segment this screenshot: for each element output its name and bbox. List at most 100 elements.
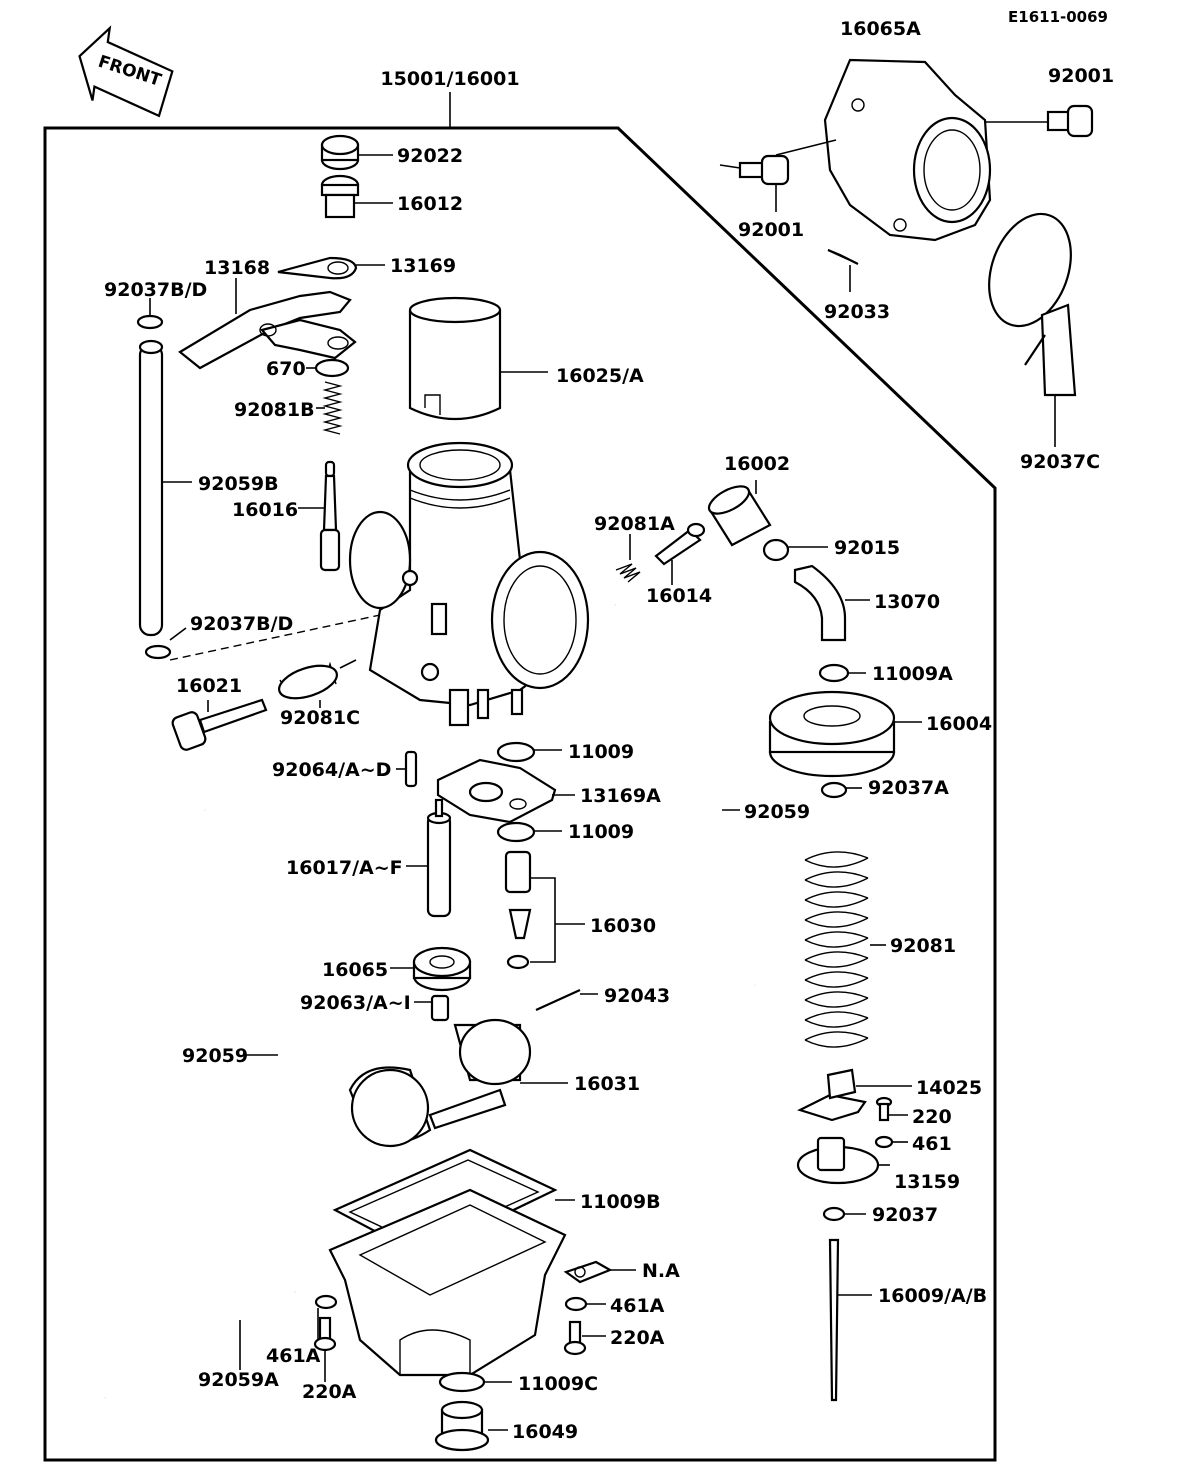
label-16030: 16030 — [590, 915, 656, 937]
label-92037C: 92037C — [1020, 451, 1100, 473]
label-92037A: 92037A — [868, 777, 949, 799]
washer-461a-right-drawing — [564, 1296, 606, 1312]
screw-220-drawing — [875, 1096, 908, 1122]
assembly-frame — [43, 92, 997, 1462]
tube-92059a-drawing — [100, 1285, 298, 1404]
holder-16065-drawing — [390, 946, 472, 992]
label-92037BD-bottom: 92037B/D — [190, 613, 293, 635]
label-461A-left: 461A — [266, 1345, 321, 1367]
label-92037BD-top: 92037B/D — [104, 279, 207, 301]
screw-220a-left-drawing — [313, 1316, 337, 1382]
label-92015: 92015 — [834, 537, 900, 559]
ring-92037bd-top-drawing — [136, 298, 164, 330]
label-220: 220 — [912, 1106, 952, 1128]
label-11009A: 11009A — [872, 663, 953, 685]
label-16014: 16014 — [646, 585, 712, 607]
adjuster-16012-drawing — [320, 174, 393, 219]
label-220A-left: 220A — [302, 1381, 357, 1403]
label-13169: 13169 — [390, 255, 456, 277]
label-13159: 13159 — [894, 1171, 960, 1193]
lever-13168-drawing — [178, 278, 357, 370]
washer-92015-drawing — [762, 538, 828, 562]
plug-16049-drawing — [434, 1400, 508, 1452]
label-14025: 14025 — [916, 1077, 982, 1099]
label-16009: 16009/A/B — [878, 1285, 987, 1307]
needle-16016-drawing — [298, 460, 341, 572]
needle-16009-drawing — [828, 1238, 872, 1402]
bolt-92001-top-drawing — [985, 104, 1094, 138]
float-16031-drawing — [348, 1018, 568, 1148]
label-16021: 16021 — [176, 675, 242, 697]
washer-11009a-drawing — [818, 663, 866, 683]
elbow-13070-drawing — [793, 564, 870, 642]
needle-valve-16030-drawing — [504, 850, 585, 970]
label-92043: 92043 — [604, 985, 670, 1007]
jet-92063-drawing — [414, 994, 450, 1022]
label-92081: 92081 — [890, 935, 956, 957]
label-13070: 13070 — [874, 591, 940, 613]
front-arrow-icon: FRONT — [78, 25, 174, 118]
tube-92059-right-drawing — [612, 602, 759, 986]
label-16002: 16002 — [724, 453, 790, 475]
label-92033: 92033 — [824, 301, 890, 323]
label-92001-top: 92001 — [1048, 65, 1114, 87]
washer-92037a-drawing — [820, 781, 862, 799]
holder-14025-drawing — [797, 1068, 912, 1122]
label-11009C: 11009C — [518, 1373, 598, 1395]
washer-461-drawing — [874, 1135, 908, 1149]
diagram-code: E1611-0069 — [1008, 8, 1108, 26]
label-13169A: 13169A — [580, 785, 661, 807]
tube-92059b-drawing — [138, 339, 192, 637]
label-16025A: 16025/A — [556, 365, 644, 387]
spring-92081c-drawing — [278, 659, 357, 708]
label-92063: 92063/A~I — [300, 992, 411, 1014]
washer-461a-left-drawing — [314, 1294, 338, 1345]
plate-13169-drawing — [277, 256, 385, 280]
oring-11009c-drawing — [438, 1371, 512, 1393]
label-16049: 16049 — [512, 1421, 578, 1443]
label-220A-right: 220A — [610, 1327, 665, 1349]
starter-16002-drawing — [707, 480, 772, 547]
oring-11009-top-drawing — [496, 741, 562, 763]
label-16004: 16004 — [926, 713, 992, 735]
ring-670-drawing — [306, 358, 350, 378]
screw-220a-right-drawing — [563, 1320, 606, 1356]
assembly-label: 15001/16001 — [380, 68, 519, 90]
carburetor-body-drawing — [348, 441, 590, 727]
label-92001-bolt: 92001 — [738, 219, 804, 241]
band-clamp-92037c-drawing — [988, 212, 1077, 447]
label-92059B: 92059B — [198, 473, 279, 495]
label-461A-right: 461A — [610, 1295, 665, 1317]
label-92081C: 92081C — [280, 707, 360, 729]
label-92022: 92022 — [397, 145, 463, 167]
label-16031: 16031 — [574, 1073, 640, 1095]
ring-92037bd-bottom-drawing — [144, 614, 381, 661]
label-11009-top: 11009 — [568, 741, 634, 763]
slide-16025a-drawing — [408, 296, 548, 421]
spring-92081b-drawing — [316, 381, 343, 435]
label-16016: 16016 — [232, 499, 298, 521]
jet-92064-drawing — [396, 750, 418, 788]
float-bowl-drawing — [328, 1188, 567, 1377]
label-11009B: 11009B — [580, 1191, 661, 1213]
label-16012: 16012 — [397, 193, 463, 215]
spring-92081-drawing — [804, 851, 886, 1048]
bolt-92001-side-drawing — [719, 139, 837, 212]
label-16017: 16017/A~F — [286, 857, 403, 879]
label-92059-right: 92059 — [744, 801, 810, 823]
label-16065A: 16065A — [840, 18, 921, 40]
screw-16021-drawing — [171, 698, 268, 751]
washer-92037-drawing — [822, 1206, 866, 1222]
plate-13169a-drawing — [436, 758, 575, 824]
pin-92043-drawing — [535, 988, 598, 1012]
label-92059A: 92059A — [198, 1369, 279, 1391]
oring-11009-bottom-drawing — [496, 821, 562, 843]
label-461: 461 — [912, 1133, 952, 1155]
plate-na-drawing — [563, 1260, 636, 1284]
needle-jet-16017-drawing — [406, 798, 452, 918]
label-92081A: 92081A — [594, 513, 675, 535]
tube-92059-left-drawing — [202, 807, 294, 1216]
label-16065: 16065 — [322, 959, 388, 981]
cap-16004-drawing — [768, 690, 922, 778]
